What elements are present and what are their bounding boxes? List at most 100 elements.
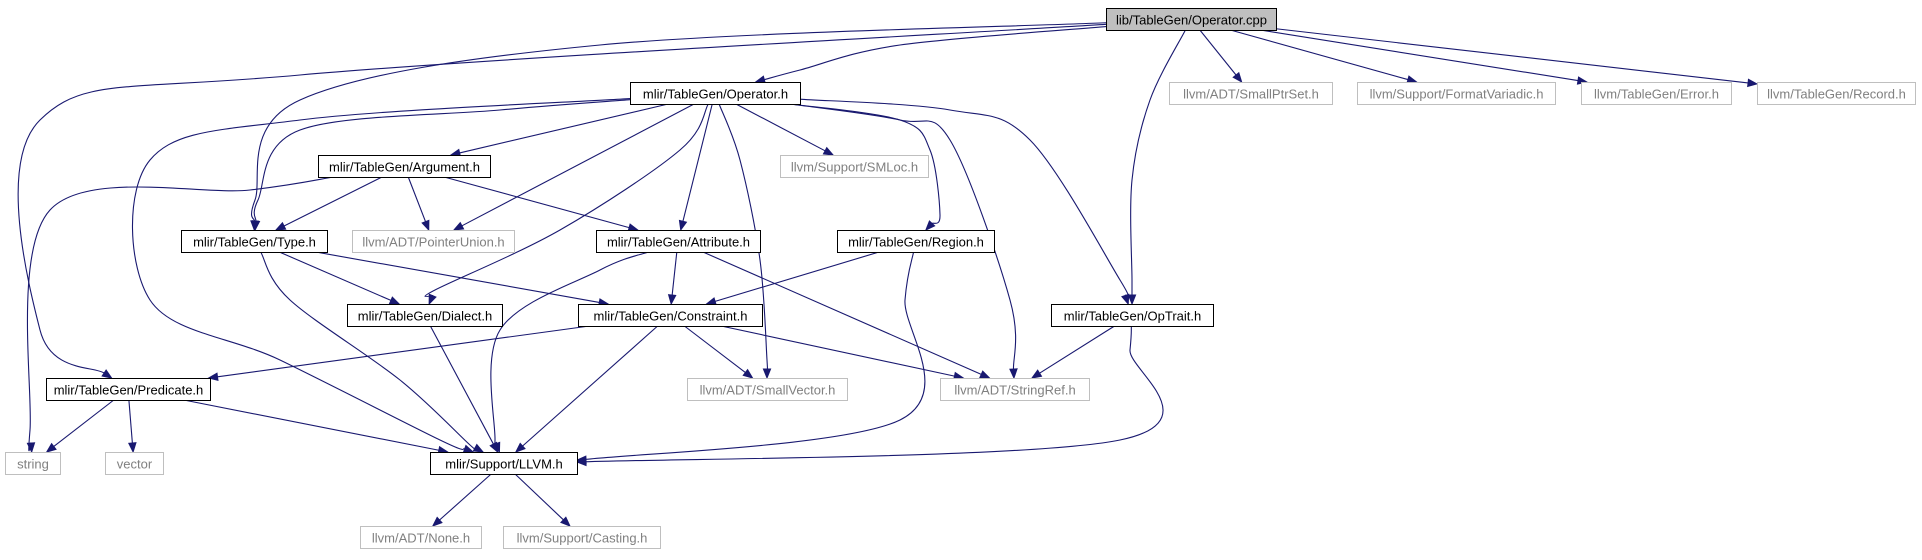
edge-line — [250, 22, 1107, 222]
node-stringref[interactable]: llvm/ADT/StringRef.h — [940, 378, 1090, 401]
node-box — [352, 230, 515, 253]
edge-llvm_h-to-none_h — [431, 473, 492, 527]
edge-arrowhead — [431, 516, 443, 527]
node-label: vector — [117, 457, 153, 472]
node-box — [578, 304, 763, 327]
node-box — [837, 230, 995, 253]
node-attribute-h[interactable]: mlir/TableGen/Attribute.h — [596, 230, 761, 253]
node-label: mlir/TableGen/Type.h — [193, 235, 316, 250]
node-constraint-h[interactable]: mlir/TableGen/Constraint.h — [578, 304, 763, 327]
edge-predicate_h-to-llvm_h — [183, 399, 450, 455]
node-smloc[interactable]: llvm/Support/SMLoc.h — [780, 155, 929, 178]
edge-region_h-to-constraint_h — [705, 251, 880, 306]
node-box — [46, 378, 211, 401]
node-argument-h[interactable]: mlir/TableGen/Argument.h — [318, 155, 491, 178]
edge-line — [461, 103, 695, 227]
node-record-h[interactable]: llvm/TableGen/Record.h — [1757, 82, 1916, 105]
edge-type_h-to-llvm_h — [260, 251, 485, 453]
edge-line — [799, 98, 1129, 298]
edge-line — [17, 23, 1107, 374]
node-formatvariadic[interactable]: llvm/Support/FormatVariadic.h — [1357, 82, 1556, 105]
node-box — [1106, 8, 1277, 31]
edge-line — [682, 103, 713, 222]
node-box — [5, 452, 61, 475]
node-box — [347, 304, 503, 327]
node-type-h[interactable]: mlir/TableGen/Type.h — [181, 230, 328, 253]
node-label: mlir/TableGen/Operator.h — [643, 87, 788, 102]
edge-line — [131, 97, 631, 451]
node-smallptrset[interactable]: llvm/ADT/SmallPtrSet.h — [1169, 82, 1333, 105]
edge-arrowhead — [924, 220, 936, 231]
edge-arrowhead — [705, 297, 717, 306]
node-label: mlir/TableGen/Dialect.h — [358, 309, 492, 324]
edge-arrowhead — [822, 146, 835, 156]
edge-line — [790, 103, 941, 224]
node-label: mlir/TableGen/Predicate.h — [54, 383, 204, 398]
node-llvm-h[interactable]: mlir/Support/LLVM.h — [430, 452, 578, 475]
edge-line — [260, 251, 478, 452]
node-predicate-h[interactable]: mlir/TableGen/Predicate.h — [46, 378, 211, 401]
edge-line — [315, 251, 600, 303]
edge-arrowhead — [979, 370, 991, 379]
edge-line — [514, 473, 564, 521]
edge-predicate_h-to-string — [45, 399, 115, 453]
nodes-layer: lib/TableGen/Operator.cpp mlir/TableGen/O… — [5, 8, 1916, 549]
edge-line — [684, 325, 746, 373]
edge-argument_h-to-attribute_h — [444, 176, 640, 232]
edge-arrowhead — [762, 368, 772, 380]
edge-operator_cpp-to-record_h — [1275, 28, 1759, 88]
edge-arrowhead — [1121, 293, 1130, 306]
node-label: llvm/TableGen/Record.h — [1767, 87, 1906, 102]
node-smallvector[interactable]: llvm/ADT/SmallVector.h — [687, 378, 848, 401]
edge-arrowhead — [1030, 369, 1043, 379]
edge-operator_cpp-to-type_h — [250, 22, 1107, 232]
node-pointerunion[interactable]: llvm/ADT/PointerUnion.h — [352, 230, 515, 253]
node-optrait-h[interactable]: mlir/TableGen/OpTrait.h — [1051, 304, 1214, 327]
node-operator-h[interactable]: mlir/TableGen/Operator.h — [630, 82, 801, 105]
node-box — [596, 230, 761, 253]
edge-line — [1275, 28, 1749, 84]
edge-dialect_h-to-llvm_h — [429, 325, 499, 454]
node-string[interactable]: string — [5, 452, 61, 475]
edge-line — [721, 325, 955, 377]
node-box — [1581, 82, 1732, 105]
node-casting-h[interactable]: llvm/Support/Casting.h — [503, 526, 661, 549]
edge-constraint_h-to-smallvector — [684, 325, 754, 379]
node-vector[interactable]: vector — [105, 452, 164, 475]
edge-line — [444, 176, 630, 229]
edge-operator_h-to-argument_h — [449, 103, 669, 158]
edge-line — [424, 103, 709, 298]
edge-arrowhead — [428, 293, 437, 306]
edge-arrowhead — [128, 442, 137, 454]
node-box — [430, 452, 578, 475]
edge-operator_h-to-type_h — [251, 99, 631, 232]
node-operator-cpp[interactable]: lib/TableGen/Operator.cpp — [1106, 8, 1277, 31]
edge-operator_cpp-to-formatvariadic — [1230, 29, 1418, 84]
node-error-h[interactable]: llvm/TableGen/Error.h — [1581, 82, 1732, 105]
edge-line — [253, 99, 631, 222]
node-box — [1051, 304, 1214, 327]
node-label: mlir/TableGen/Region.h — [848, 235, 984, 250]
edge-arrowhead — [1127, 294, 1137, 306]
node-label: mlir/Support/LLVM.h — [445, 457, 563, 472]
edge-arrowhead — [101, 369, 113, 379]
edge-type_h-to-dialect_h — [279, 251, 401, 305]
edge-line — [283, 176, 383, 227]
edge-line — [53, 399, 115, 447]
node-box — [105, 452, 164, 475]
edge-operator_h-to-optrait_h — [799, 98, 1130, 306]
edge-arrowhead — [388, 296, 401, 305]
node-box — [318, 155, 491, 178]
edge-line — [407, 176, 427, 222]
edge-arrowhead — [26, 442, 36, 454]
edge-line — [439, 473, 492, 521]
edge-argument_h-to-type_h — [274, 176, 383, 231]
node-dialect-h[interactable]: mlir/TableGen/Dialect.h — [347, 304, 503, 327]
node-region-h[interactable]: mlir/TableGen/Region.h — [837, 230, 995, 253]
node-box — [630, 82, 801, 105]
edge-arrowhead — [251, 220, 261, 232]
edge-line — [1039, 325, 1115, 374]
edge-line — [1230, 29, 1409, 81]
edge-operator_h-to-smloc — [735, 103, 835, 156]
node-none-h[interactable]: llvm/ADT/None.h — [360, 526, 482, 549]
